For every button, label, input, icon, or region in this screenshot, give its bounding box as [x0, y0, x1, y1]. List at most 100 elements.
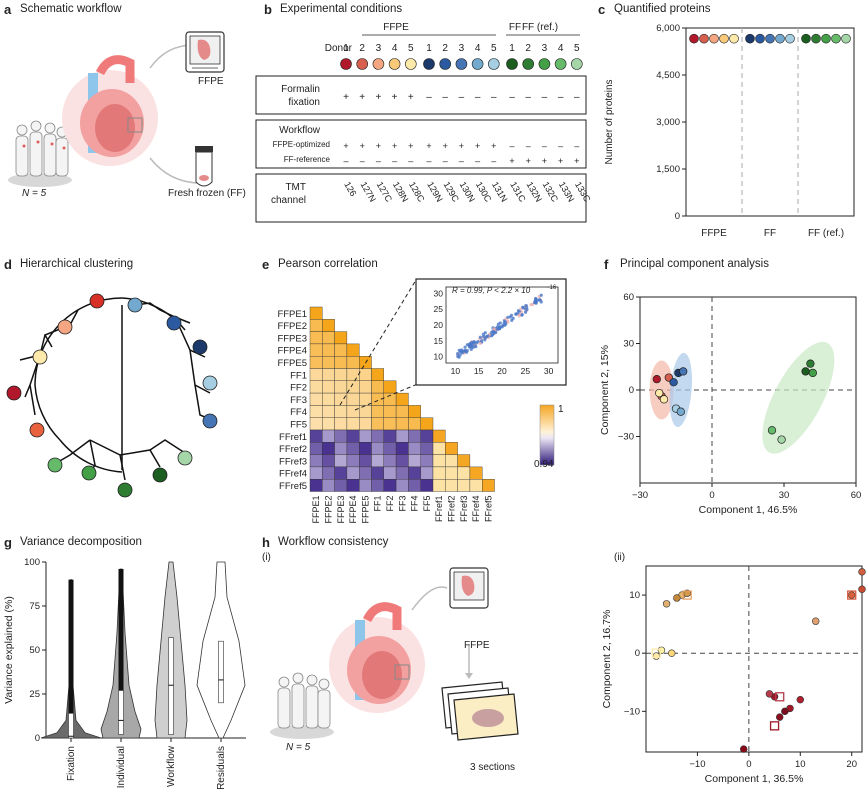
donor-dot [471, 58, 484, 70]
inset-point [539, 293, 543, 297]
pca-point [668, 649, 676, 657]
inset-point [484, 334, 489, 339]
protein-count-point [841, 33, 851, 44]
donor-dot [423, 58, 435, 70]
heatmap-cell [309, 417, 323, 431]
violin-box [118, 690, 124, 735]
heatmap-cell [346, 405, 360, 418]
heatmap-cell [334, 405, 348, 418]
panel-e-title: Pearson correlation [278, 258, 378, 270]
centroid-square [847, 590, 857, 600]
formalin-label-2: fixation [288, 97, 320, 108]
inset-point [478, 341, 482, 345]
ff-ref-sign: – [376, 156, 381, 166]
formalin-sign: – [475, 92, 481, 103]
donor-number: 5 [574, 43, 580, 54]
heatmap-cell [309, 405, 323, 418]
inset-point [469, 340, 474, 345]
ff-ref-sign: – [443, 156, 448, 166]
heatmap-cell [395, 466, 409, 480]
ff-ref-sign: + [509, 156, 514, 166]
tmt-label-2: channel [271, 195, 306, 206]
tmt-channel: 126 [342, 180, 358, 198]
inset-stat-label: R = 0.99, P < 2.2 × 10 [452, 286, 531, 295]
ff-ref-sign: – [426, 156, 431, 166]
formalin-label-1: Formalin [281, 84, 320, 95]
heatmap-cell [334, 454, 348, 468]
inset-point [524, 304, 528, 308]
heatmap-cell [371, 368, 385, 382]
y-tick-label: 3,000 [656, 117, 680, 128]
heatmap-cell [309, 343, 323, 357]
heatmap-cell [420, 454, 434, 468]
heart-icon [62, 55, 158, 166]
heatmap-cell [309, 355, 323, 369]
heatmap-cell [457, 478, 471, 492]
heatmap-cell [445, 478, 458, 492]
confidence-ellipse [762, 341, 835, 454]
heatmap-cell [395, 454, 409, 468]
donor-dot [538, 58, 551, 70]
plot-frame [685, 27, 855, 217]
protein-count-point [745, 33, 755, 44]
heatmap-cell [346, 343, 360, 357]
heatmap-cell [346, 442, 360, 455]
heatmap-col-label: FF1 [373, 496, 383, 512]
donors-icon-2 [270, 672, 334, 739]
heatmap-cell [395, 429, 409, 443]
heatmap-cell [383, 466, 397, 480]
heatmap-col-label: FF5 [422, 496, 432, 512]
heatmap-cell [309, 392, 323, 406]
group-label-ff: FF [509, 22, 521, 33]
x-category-label: FF (ref.) [808, 228, 844, 239]
inset-point [472, 340, 476, 344]
heatmap-cell [432, 442, 446, 455]
pca-point [652, 374, 661, 384]
formalin-sign: + [408, 92, 414, 103]
formalin-sign: – [442, 92, 448, 103]
ffpe-opt-sign: + [426, 141, 431, 151]
heatmap-cell [358, 429, 372, 443]
tmt-label-1: TMT [285, 182, 306, 193]
formalin-sign: – [525, 92, 531, 103]
donor-dot [455, 58, 468, 70]
heatmap-row-label: FFPE2 [277, 321, 307, 332]
donor-number: 1 [509, 43, 515, 54]
formalin-sign: – [491, 92, 497, 103]
heatmap-cell [395, 417, 409, 431]
heatmap-cell [322, 331, 335, 345]
panel-h-illustration [270, 567, 519, 741]
heatmap-cell [309, 331, 323, 345]
heatmap-cell [371, 405, 385, 418]
x-tick-label: 20 [846, 759, 857, 770]
inset-x-tick: 30 [544, 366, 554, 376]
panel-h-title: Workflow consistency [278, 536, 389, 548]
pca-point [659, 395, 669, 404]
donor-number: 2 [359, 43, 365, 54]
inset-point [473, 344, 477, 348]
ff-ref-sign: – [459, 156, 464, 166]
x-tick-label: 60 [851, 490, 862, 501]
heatmap-row-label: FF2 [290, 383, 307, 394]
donor-dot [439, 58, 451, 70]
protein-count-point [699, 33, 709, 44]
ffpe-optimized-label: FFPE-optimized [273, 140, 330, 149]
heatmap-cell [358, 442, 372, 455]
x-tick-label: 30 [779, 490, 790, 501]
x-category-label: FF [764, 228, 776, 239]
heatmap-cell [383, 478, 397, 492]
sections-icon [441, 681, 519, 741]
heatmap-col-label: FFPE3 [336, 496, 346, 524]
inset-point [517, 314, 521, 318]
x-tick-label: −10 [689, 759, 705, 770]
heatmap-col-label: FFPE1 [311, 496, 321, 524]
ff-ref-sign: + [558, 156, 563, 166]
inset-x-tick: 20 [497, 366, 507, 376]
pca-point [657, 646, 666, 654]
inset-point [468, 343, 472, 347]
inset-point [481, 332, 485, 336]
tmt-channel: 131N [490, 180, 509, 204]
ff-ref-sign: – [408, 156, 413, 166]
formalin-sign: – [542, 92, 548, 103]
pca-point [796, 695, 804, 704]
